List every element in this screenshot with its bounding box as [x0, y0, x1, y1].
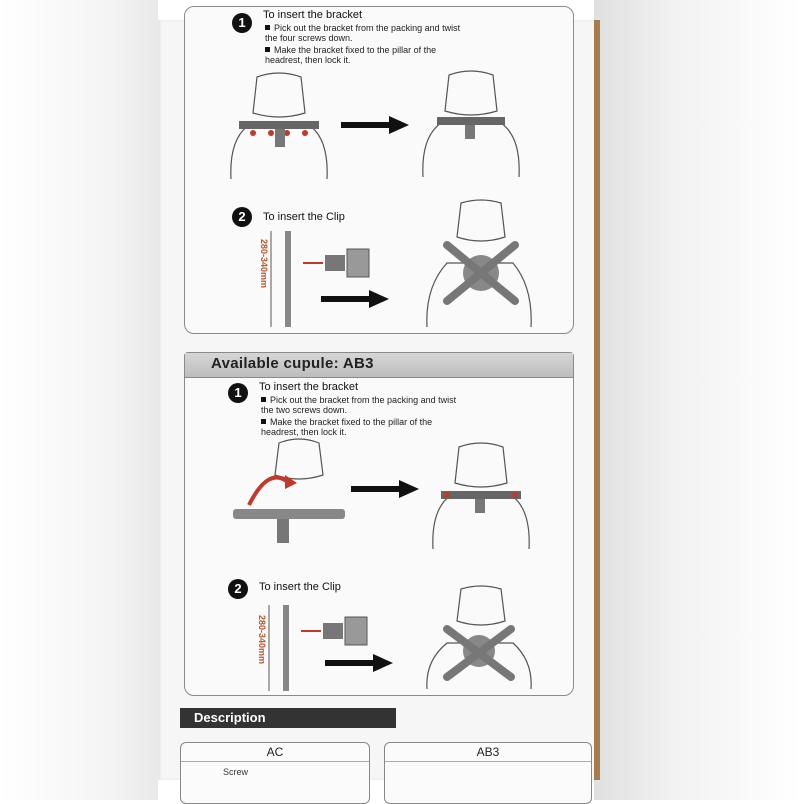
instruction-page: 1 To insert the bracket Pick out the bra…	[158, 6, 594, 804]
step-2-title: To insert the Clip	[259, 581, 341, 593]
tablet-holder-mounted-illustration	[426, 199, 532, 327]
step-2-badge: 2	[232, 207, 252, 227]
headrest-mounted-illustration	[422, 70, 520, 177]
step-1-bullet-2: Make the bracket fixed to the pillar of …	[265, 45, 437, 65]
clip-range-label: 280-340mm	[257, 615, 267, 665]
instruction-panel-ab3: Available cupule: AB3 1 To insert the br…	[184, 352, 574, 696]
tablet-holder-mounted-illustration	[426, 585, 532, 689]
clip-mount-illustration	[301, 616, 368, 646]
section-header-title: Available cupule: AB3	[211, 355, 374, 372]
arrow-right-icon	[325, 654, 393, 672]
headrest-bracket-illustration	[233, 438, 345, 543]
clip-range-illustration	[270, 231, 291, 327]
headrest-mounted-illustration	[432, 442, 530, 549]
cardboard-edge	[594, 20, 600, 780]
description-box-ac: AC Screw	[180, 742, 370, 804]
clip-mount-illustration	[303, 248, 370, 278]
step-1-bullet-2: Make the bracket fixed to the pillar of …	[261, 417, 433, 437]
step-1-badge: 1	[232, 13, 252, 33]
description-box-ab3-title: AB3	[385, 743, 591, 762]
arrow-right-icon	[341, 116, 409, 134]
section-header: Available cupule: AB3	[185, 353, 573, 378]
step-2-title: To insert the Clip	[263, 211, 345, 223]
headrest-bracket-illustration	[230, 72, 328, 179]
step-1-bullet-1: Pick out the bracket from the packing an…	[261, 395, 457, 415]
description-box-ab3: AB3	[384, 742, 592, 804]
step-1-badge: 1	[228, 383, 248, 403]
clip-range-label: 280-340mm	[259, 239, 269, 289]
clip-range-illustration	[268, 605, 289, 691]
step-1-title: To insert the bracket	[263, 9, 363, 21]
arrow-right-icon	[351, 480, 419, 498]
step-2-badge: 2	[228, 579, 248, 599]
box-left-edge	[0, 0, 158, 800]
instruction-panel-ac: 1 To insert the bracket Pick out the bra…	[184, 6, 574, 334]
step-1-title: To insert the bracket	[259, 381, 359, 393]
box-right-edge	[594, 0, 800, 800]
arrow-right-icon	[321, 290, 389, 308]
description-box-ac-title: AC	[181, 743, 369, 762]
description-header-title: Description	[194, 710, 266, 725]
description-box-ac-label: Screw	[223, 767, 249, 777]
description-header: Description	[180, 708, 396, 728]
step-1-bullet-1: Pick out the bracket from the packing an…	[265, 23, 461, 43]
